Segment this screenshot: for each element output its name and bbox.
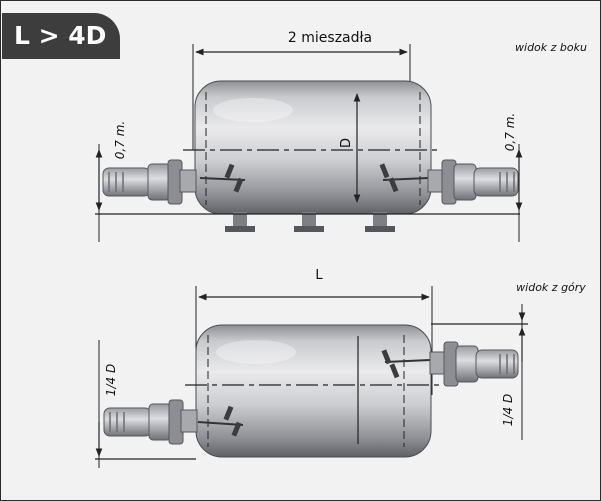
side-view: 2 mieszadła widok z boku D (95, 30, 587, 242)
tank-body-top (195, 324, 432, 458)
dimension-label-right-height: 0,7 m. (503, 113, 517, 151)
caption-side-view: widok z boku (515, 41, 587, 54)
agitator-right (379, 163, 429, 193)
tank-supports (225, 212, 395, 232)
dimension-label-diameter: D (339, 138, 354, 148)
tank-highlight (213, 98, 293, 122)
motor-right (427, 159, 519, 205)
agitator-left (199, 163, 246, 193)
dimension-label-left-height: 0,7 m. (113, 121, 127, 159)
dimension-label-right-offset: 1/4 D (501, 394, 515, 426)
dimension-label-agitators: 2 mieszadła (288, 30, 372, 46)
ratio-badge: L > 4D (2, 13, 120, 59)
dimension-label-length: L (315, 268, 323, 283)
tank-highlight (216, 340, 296, 364)
motor-left (102, 159, 197, 205)
motor-left (103, 399, 198, 445)
agitator-left (197, 405, 244, 437)
agitator-right (381, 349, 431, 379)
motor-right (429, 341, 519, 387)
dimension-label-left-offset: 1/4 D (104, 364, 118, 396)
top-view: L widok z góry (95, 268, 586, 468)
caption-top-view: widok z góry (516, 281, 586, 294)
